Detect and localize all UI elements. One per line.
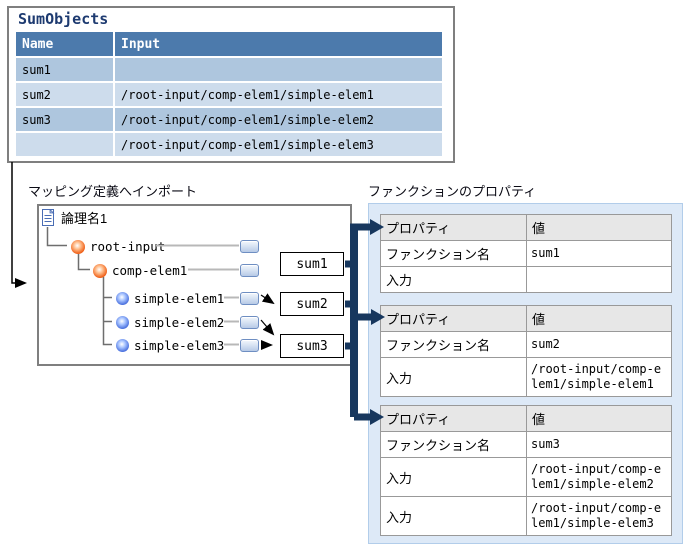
prop-value: /root-input/comp-elem1/simple-elem1 <box>526 357 672 397</box>
table-row: /root-input/comp-elem1/simple-elem3 <box>16 133 442 156</box>
tree-node-simple-elem1: simple-elem1 <box>116 290 224 307</box>
cell-input: /root-input/comp-elem1/simple-elem3 <box>115 133 442 156</box>
tree-node-simple-elem2: simple-elem2 <box>116 314 224 331</box>
tree-node-simple-elem3: simple-elem3 <box>116 337 224 354</box>
value-header: 値 <box>526 305 672 332</box>
function-properties-label: ファンクションのプロパティ <box>368 184 537 199</box>
tree-root-label: 論理名1 <box>61 211 108 226</box>
function-box-sum3: sum3 <box>280 334 344 358</box>
prop-header: プロパティ <box>380 305 527 332</box>
tree-node-label: comp-elem1 <box>112 263 188 278</box>
property-table-sum2: プロパティ 値 ファンクション名 sum2 入力 /root-input/com… <box>380 305 672 397</box>
document-icon <box>42 209 55 226</box>
import-arrow <box>11 162 27 288</box>
function-box-sum1: sum1 <box>280 252 344 276</box>
cell-input: /root-input/comp-elem1/simple-elem1 <box>115 83 442 106</box>
mapping-handle-icon <box>240 339 259 352</box>
property-table-sum1: プロパティ 値 ファンクション名 sum1 入力 <box>380 214 672 293</box>
prop-value <box>526 266 672 293</box>
tree-node-label: simple-elem1 <box>134 291 225 306</box>
cell-name: sum2 <box>16 83 113 106</box>
column-header-input: Input <box>115 32 442 56</box>
cell-name: sum1 <box>16 58 113 81</box>
prop-value: sum3 <box>526 431 672 458</box>
tree-node-root-input: root-input <box>71 238 165 255</box>
cell-input <box>115 58 442 81</box>
cell-name: sum3 <box>16 108 113 131</box>
prop-label: 入力 <box>380 457 527 497</box>
function-box-sum2: sum2 <box>280 292 344 316</box>
mapping-handle-icon <box>240 264 259 277</box>
prop-value: sum2 <box>526 331 672 358</box>
tree-node-label: root-input <box>90 239 166 254</box>
cell-input: /root-input/comp-elem1/simple-elem2 <box>115 108 442 131</box>
complex-element-icon <box>71 239 85 254</box>
tree-node-comp-elem1: comp-elem1 <box>93 262 187 279</box>
prop-label: ファンクション名 <box>380 240 527 267</box>
complex-element-icon <box>93 263 107 278</box>
mapping-handle-icon <box>240 240 259 253</box>
prop-header: プロパティ <box>380 214 527 241</box>
prop-label: 入力 <box>380 266 527 293</box>
simple-element-icon <box>116 316 129 329</box>
table-row: sum1 <box>16 58 442 81</box>
tree-root-node: 論理名1 <box>41 209 107 226</box>
table-row: sum3 /root-input/comp-elem1/simple-elem2 <box>16 108 442 131</box>
prop-header: プロパティ <box>380 405 527 432</box>
prop-label: 入力 <box>380 496 527 536</box>
sum-objects-title: SumObjects <box>18 10 109 28</box>
prop-label: ファンクション名 <box>380 431 527 458</box>
value-header: 値 <box>526 214 672 241</box>
mapping-handle-icon <box>240 316 259 329</box>
mapping-handle-icon <box>240 292 259 305</box>
table-header-row: Name Input <box>16 32 442 56</box>
prop-value: /root-input/comp-elem1/simple-elem3 <box>526 496 672 536</box>
sum-objects-window: SumObjects Name Input sum1 sum2 /root-in… <box>7 6 455 163</box>
property-table-sum3: プロパティ 値 ファンクション名 sum3 入力 /root-input/com… <box>380 405 672 536</box>
prop-label: 入力 <box>380 357 527 397</box>
prop-value: sum1 <box>526 240 672 267</box>
simple-element-icon <box>116 292 129 305</box>
cell-name <box>16 133 113 156</box>
prop-value: /root-input/comp-elem1/simple-elem2 <box>526 457 672 497</box>
table-row: sum2 /root-input/comp-elem1/simple-elem1 <box>16 83 442 106</box>
mapping-tree-label: マッピング定義へインポート <box>28 184 198 199</box>
tree-node-label: simple-elem2 <box>134 315 225 330</box>
prop-label: ファンクション名 <box>380 331 527 358</box>
sum-objects-table: Name Input sum1 sum2 /root-input/comp-el… <box>14 30 444 158</box>
tree-node-label: simple-elem3 <box>134 338 225 353</box>
simple-element-icon <box>116 339 129 352</box>
value-header: 値 <box>526 405 672 432</box>
column-header-name: Name <box>16 32 113 56</box>
